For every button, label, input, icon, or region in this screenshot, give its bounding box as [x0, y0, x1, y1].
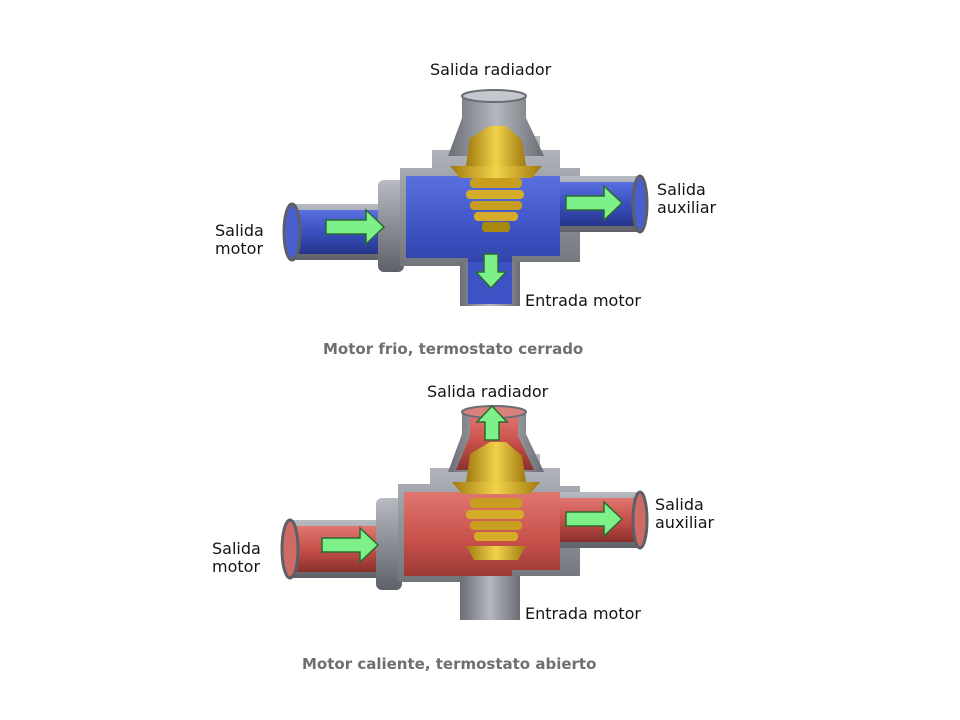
- flow-arrow-left: [325, 208, 386, 246]
- flow-arrow-right-hot: [565, 500, 624, 538]
- radiator-outlet-label: Salida radiador: [430, 60, 552, 79]
- pipe-flange: [378, 180, 404, 272]
- engine-outlet-label-line1: Salida: [215, 221, 264, 240]
- flow-arrow-down: [474, 253, 508, 290]
- flow-arrow-right: [565, 184, 624, 222]
- flow-arrow-up-hot: [475, 404, 509, 441]
- engine-outlet-label-hot-line1: Salida: [212, 539, 261, 558]
- aux-outlet-label-line1: Salida: [657, 180, 706, 199]
- aux-outlet-label-hot-line1: Salida: [655, 495, 704, 514]
- hot-caption: Motor caliente, termostato abierto: [302, 655, 597, 673]
- aux-outlet-label-line2: auxiliar: [657, 198, 717, 217]
- engine-outlet-label-hot-line2: motor: [212, 557, 261, 576]
- flow-arrow-left-hot: [321, 526, 380, 564]
- engine-inlet-label: Entrada motor: [525, 291, 641, 310]
- engine-outlet-label-line2: motor: [215, 239, 264, 258]
- aux-outlet-label-hot-line2: auxiliar: [655, 513, 715, 532]
- pipe-flange-hot: [376, 498, 402, 590]
- cold-thermostat-diagram: [282, 89, 649, 306]
- thermostat-valve: [450, 126, 542, 232]
- engine-inlet-label-hot: Entrada motor: [525, 604, 641, 623]
- hot-thermostat-diagram: [280, 404, 649, 620]
- radiator-outlet-label-hot: Salida radiador: [427, 382, 549, 401]
- engine-inlet-pipe-hot: [460, 576, 520, 620]
- cold-caption: Motor frio, termostato cerrado: [323, 340, 584, 358]
- thermostat-valve-hot: [452, 442, 540, 560]
